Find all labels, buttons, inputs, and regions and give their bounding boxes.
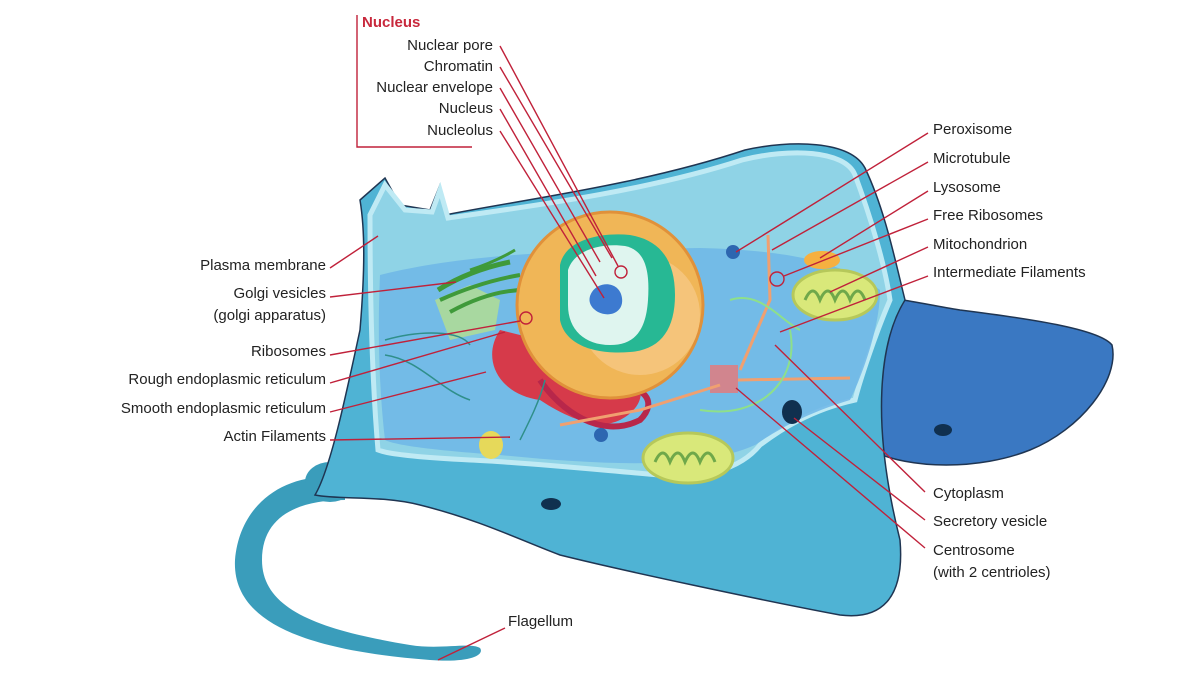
label-nucleus: Nucleus [439, 100, 493, 117]
label-ribosomes: Ribosomes [251, 343, 326, 360]
label-rough-er: Rough endoplasmic reticulum [128, 371, 326, 388]
label-nuclear-envelope: Nuclear envelope [376, 79, 493, 96]
label-golgi-vesicles: Golgi vesicles [233, 285, 326, 302]
flagellum-leader-line [437, 627, 506, 661]
nucleolus [589, 284, 623, 315]
label-nuclear-pore: Nuclear pore [407, 37, 493, 54]
label-cytoplasm: Cytoplasm [933, 485, 1004, 502]
outer-vesicle [541, 498, 561, 510]
microtubule [559, 234, 851, 427]
nucleus-bracket [356, 15, 472, 148]
label-mitochondrion: Mitochondrion [933, 236, 1027, 253]
label-microtubule: Microtubule [933, 150, 1011, 167]
yellow-vesicle [479, 431, 503, 459]
mitochondrion-top [791, 268, 879, 322]
label-secretory-vesicle: Secretory vesicle [933, 513, 1047, 530]
label-nucleolus: Nucleolus [427, 122, 493, 139]
dark-lobe-vesicle [934, 424, 952, 436]
label-smooth-er: Smooth endoplasmic reticulum [121, 400, 326, 417]
label-flagellum: Flagellum [508, 613, 573, 630]
label-peroxisome: Peroxisome [933, 121, 1012, 138]
label-free-ribosomes: Free Ribosomes [933, 207, 1043, 224]
vesicle [594, 428, 608, 442]
label-actin-filaments: Actin Filaments [223, 428, 326, 445]
right-leader-lines [735, 132, 929, 549]
peroxisome [726, 245, 740, 259]
label-intermediate-filaments: Intermediate Filaments [933, 264, 1086, 281]
label-centrioles: (with 2 centrioles) [933, 564, 1051, 581]
secretory-vesicle [782, 400, 802, 424]
label-centrosome: Centrosome [933, 542, 1015, 559]
label-plasma-membrane: Plasma membrane [200, 257, 326, 274]
label-golgi-apparatus: (golgi apparatus) [213, 307, 326, 324]
centrosome [710, 365, 738, 393]
label-chromatin: Chromatin [424, 58, 493, 75]
left-leader-lines [329, 235, 533, 441]
actin-filaments [384, 332, 546, 441]
golgi-apparatus [435, 248, 526, 340]
flagellum [234, 476, 481, 661]
nucleus-group-title: Nucleus [362, 14, 420, 31]
nucleus-leader-lines [499, 45, 628, 299]
label-lysosome: Lysosome [933, 179, 1001, 196]
mitochondrion-bottom [641, 431, 735, 485]
